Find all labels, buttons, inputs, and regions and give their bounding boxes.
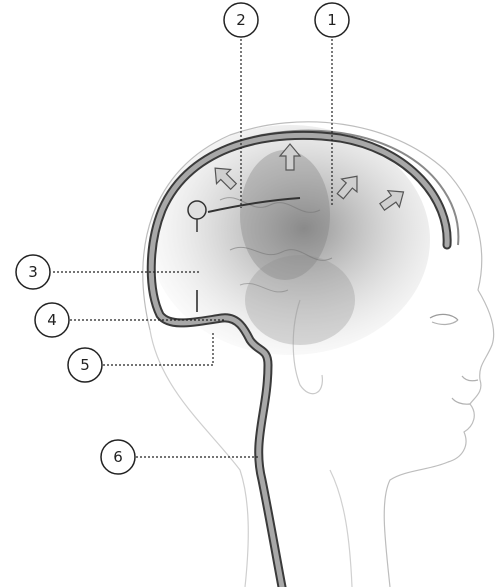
callout-3: 3 xyxy=(16,255,50,289)
callout-1-label: 1 xyxy=(327,11,337,29)
callout-2: 2 xyxy=(224,3,258,37)
callout-6: 6 xyxy=(101,440,135,474)
callout-4-label: 4 xyxy=(47,311,57,329)
callout-5-label: 5 xyxy=(80,356,90,374)
callout-2-label: 2 xyxy=(236,11,246,29)
callout-6-label: 6 xyxy=(113,448,123,466)
leader-line-5 xyxy=(103,333,213,365)
callout-5: 5 xyxy=(68,348,102,382)
callout-4: 4 xyxy=(35,303,69,337)
callout-1: 1 xyxy=(315,3,349,37)
callout-3-label: 3 xyxy=(28,263,38,281)
